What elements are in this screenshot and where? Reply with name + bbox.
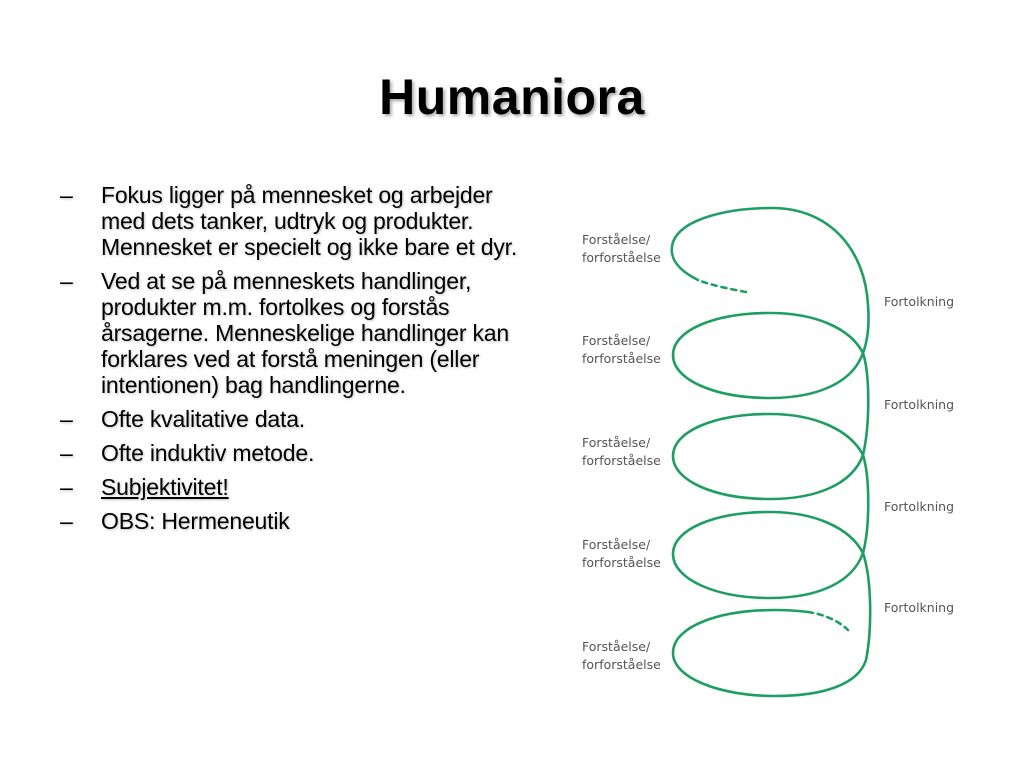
bullet-item: – Subjektivitet! bbox=[60, 474, 520, 500]
bullet-item: – OBS: Hermeneutik bbox=[60, 508, 520, 534]
slide-title: Humaniora bbox=[379, 69, 645, 125]
bullet-list: – Fokus ligger på mennesket og arbejder … bbox=[60, 182, 520, 542]
bullet-item: – Fokus ligger på mennesket og arbejder … bbox=[60, 182, 520, 260]
bullet-text: Ofte induktiv metode. bbox=[101, 440, 315, 466]
bullet-text: Fokus ligger på mennesket og arbejder me… bbox=[101, 182, 518, 260]
dash-bullet-icon: – bbox=[60, 406, 73, 432]
bullet-text-underlined: Subjektivitet! bbox=[101, 474, 229, 500]
label-fortolkning: Fortolkning bbox=[884, 294, 955, 309]
label-fortolkning: Fortolkning bbox=[884, 499, 955, 514]
bullet-text: Ved at se på menneskets handlinger, prod… bbox=[101, 268, 509, 398]
dash-bullet-icon: – bbox=[60, 268, 73, 294]
label-line: forforståelse bbox=[582, 250, 661, 265]
spiral-icon bbox=[670, 206, 872, 698]
label-line: Forståelse/ bbox=[582, 435, 651, 450]
label-line: forforståelse bbox=[582, 555, 661, 570]
dash-bullet-icon: – bbox=[60, 474, 73, 500]
hermeneutic-spiral-diagram: Forståelse/ forforståelse Forståelse/ fo… bbox=[560, 190, 1000, 720]
label-fortolkning: Fortolkning bbox=[884, 600, 955, 615]
label-fortolkning: Fortolkning bbox=[884, 397, 955, 412]
label-line: forforståelse bbox=[582, 351, 661, 366]
dash-bullet-icon: – bbox=[60, 440, 73, 466]
bullet-item: – Ved at se på menneskets handlinger, pr… bbox=[60, 268, 520, 398]
label-forstaaelse: Forståelse/ forforståelse bbox=[582, 638, 672, 674]
bullet-text: OBS: Hermeneutik bbox=[101, 508, 290, 534]
label-forstaaelse: Forståelse/ forforståelse bbox=[582, 434, 672, 470]
label-forstaaelse: Forståelse/ forforståelse bbox=[582, 332, 672, 368]
bullet-item: – Ofte kvalitative data. bbox=[60, 406, 520, 432]
label-line: Forståelse/ bbox=[582, 639, 651, 654]
label-forstaaelse: Forståelse/ forforståelse bbox=[582, 536, 672, 572]
bullet-text: Ofte kvalitative data. bbox=[101, 406, 305, 432]
bullet-item: – Ofte induktiv metode. bbox=[60, 440, 520, 466]
label-line: forforståelse bbox=[582, 453, 661, 468]
label-line: forforståelse bbox=[582, 657, 661, 672]
label-line: Forståelse/ bbox=[582, 232, 651, 247]
dash-bullet-icon: – bbox=[60, 182, 73, 208]
label-line: Forståelse/ bbox=[582, 333, 651, 348]
label-line: Forståelse/ bbox=[582, 537, 651, 552]
label-forstaaelse: Forståelse/ forforståelse bbox=[582, 231, 672, 267]
dash-bullet-icon: – bbox=[60, 508, 73, 534]
